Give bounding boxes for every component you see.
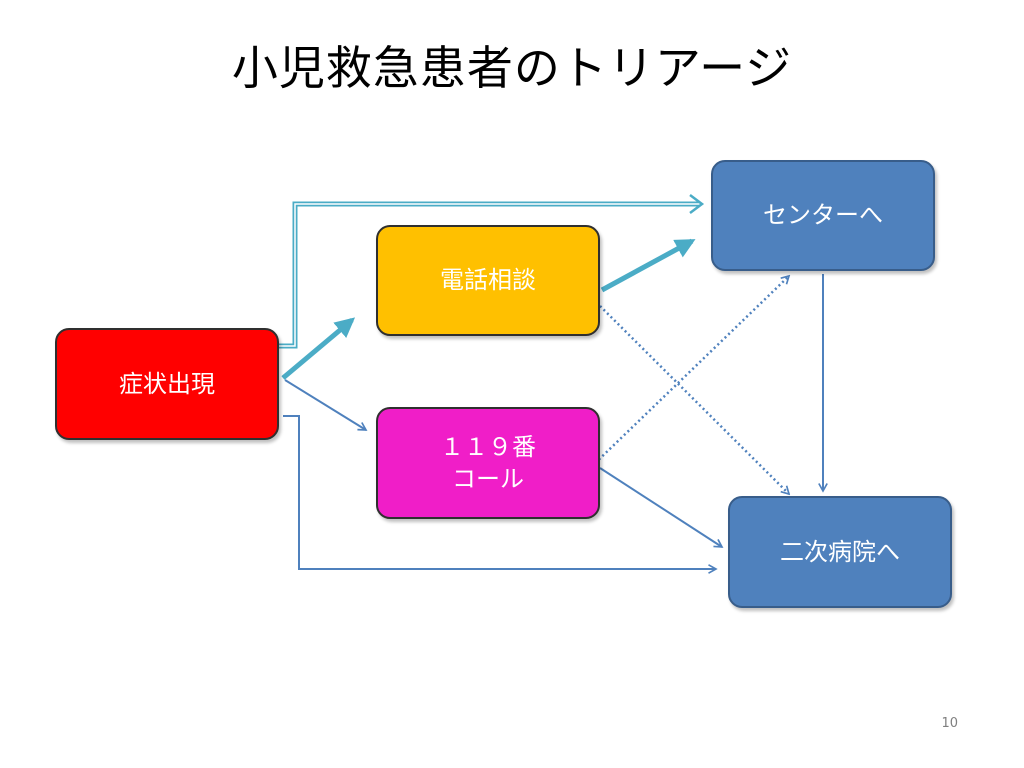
edge-119-to-center-dotted — [587, 276, 789, 471]
page-number: 10 — [941, 716, 958, 731]
edge-symptom-to-hospital — [283, 415, 716, 569]
node-center: センターへ — [711, 160, 935, 271]
node-symptom-label: 症状出現 — [119, 369, 215, 398]
edge-119-to-hospital — [599, 467, 722, 547]
edge-phone-to-hospital-dotted — [599, 305, 789, 494]
edge-symptom-to-119 — [284, 379, 366, 430]
node-phone-label: 電話相談 — [440, 266, 536, 295]
node-hospital-label: 二次病院へ — [780, 537, 900, 566]
node-secondary-hospital: 二次病院へ — [728, 496, 952, 608]
node-119-call: １１９番 コール — [376, 407, 600, 519]
edge-symptom-to-phone — [281, 317, 356, 380]
node-phone-consultation: 電話相談 — [376, 225, 600, 336]
node-119-label: １１９番 コール — [440, 432, 536, 493]
node-symptom-onset: 症状出現 — [55, 328, 279, 440]
node-center-label: センターへ — [763, 201, 883, 230]
edge-symptom-to-center — [279, 194, 705, 349]
slide-title: 小児救急患者のトリアージ — [231, 41, 793, 95]
edge-phone-to-center — [600, 238, 696, 293]
